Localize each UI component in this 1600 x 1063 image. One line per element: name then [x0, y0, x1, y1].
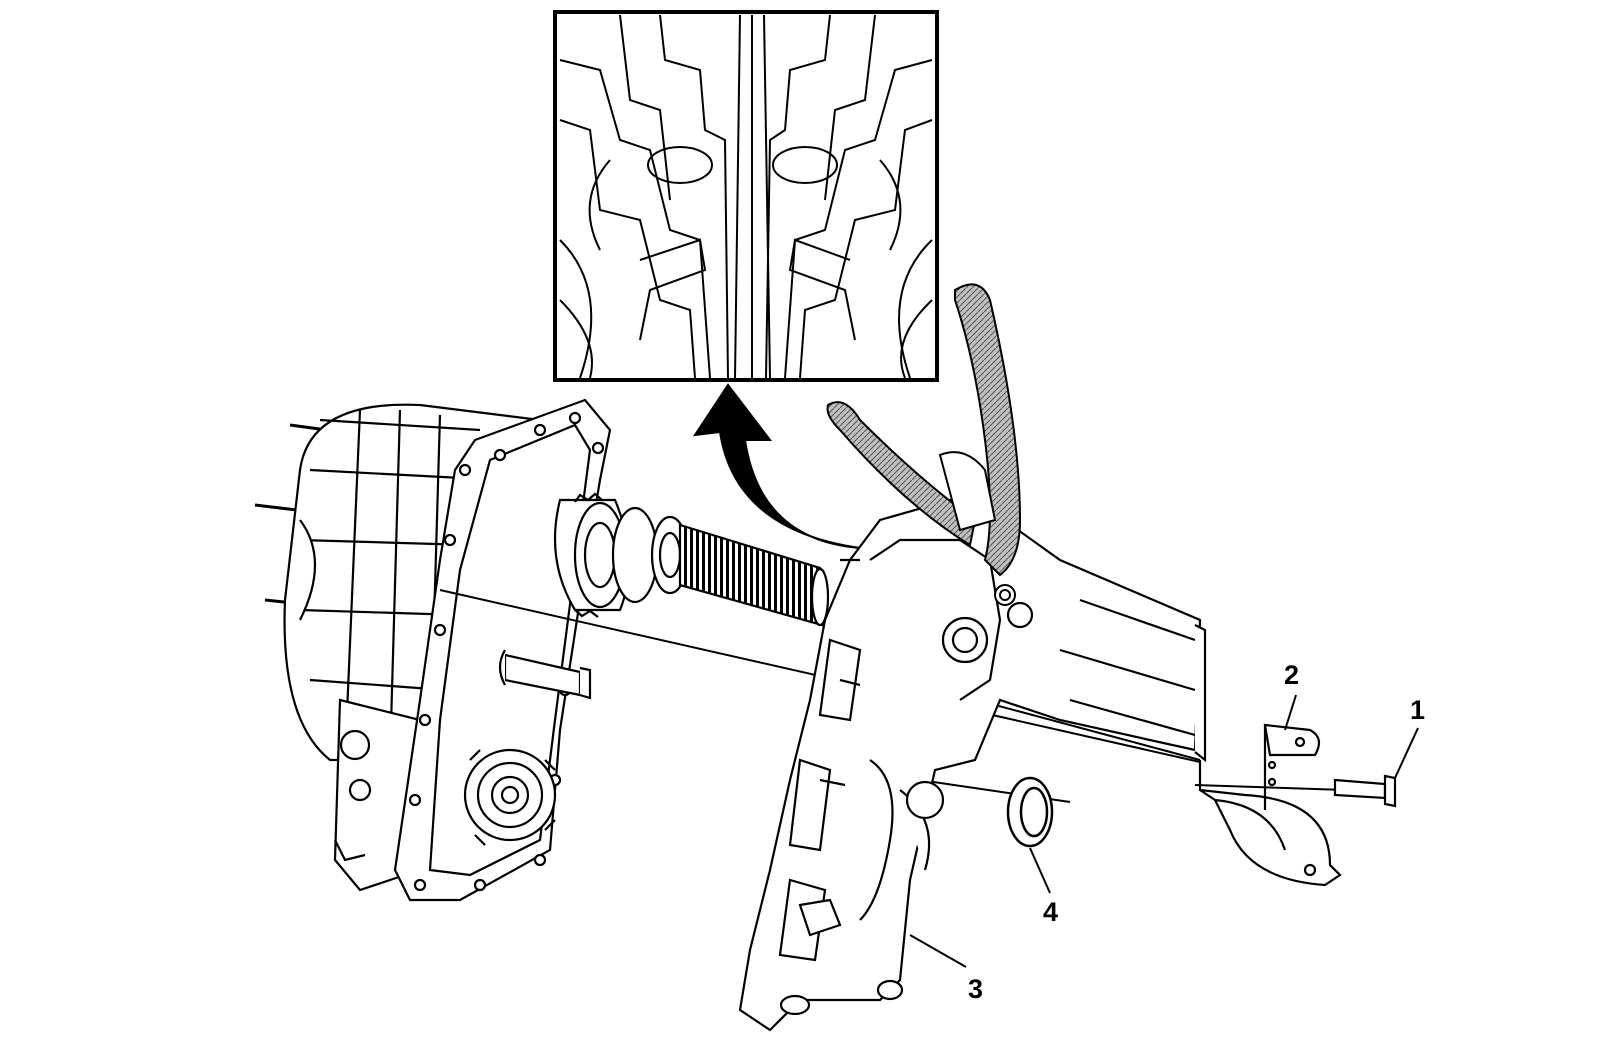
pliers-tool — [826, 283, 1022, 606]
callout-4: 4 — [1043, 897, 1059, 927]
bracket — [1198, 723, 1342, 887]
case-half — [738, 498, 1207, 1032]
callout-2: 2 — [1284, 660, 1300, 690]
seal — [1006, 776, 1054, 848]
callout-1: 1 — [1410, 695, 1426, 725]
bolt — [1333, 774, 1397, 808]
leader-lines — [909, 694, 1419, 968]
curved-arrow — [692, 383, 861, 549]
callout-3: 3 — [968, 974, 984, 1004]
transfer-case-main-assembly — [254, 398, 830, 902]
detail-inset — [553, 10, 939, 382]
